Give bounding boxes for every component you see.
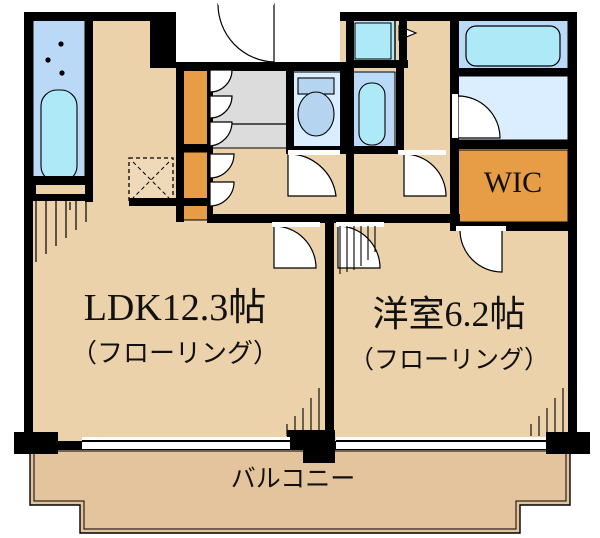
drain-dot-3 xyxy=(59,70,65,76)
wall-bath-bottom xyxy=(450,140,572,149)
wall-genkan-right xyxy=(286,62,294,154)
appliance-slot-x1 xyxy=(132,161,170,199)
wall-washer-right xyxy=(399,12,407,68)
wall-hall-bottom xyxy=(207,214,347,223)
closet-door-5[interactable] xyxy=(209,181,235,207)
wall-toilet-right xyxy=(340,62,349,154)
bedroom-label-sub: （フローリング） xyxy=(349,346,549,374)
wall-washer-bottom xyxy=(346,60,408,68)
ldk-label-sub: （フローリング） xyxy=(71,339,279,368)
vanity-basin xyxy=(358,82,386,146)
window-hatch-left xyxy=(35,200,87,262)
appliance-slot-x2 xyxy=(132,161,170,199)
closet-door-1[interactable] xyxy=(209,69,233,93)
balcony-sill-mid xyxy=(303,441,335,463)
wall-top-toilet xyxy=(264,62,344,71)
wall-service-balcony-right xyxy=(85,12,93,202)
toilet-door-panel xyxy=(288,150,340,155)
closet-door-3[interactable] xyxy=(209,121,233,147)
bathroom-door-swing[interactable] xyxy=(457,95,501,139)
toilet-bowl xyxy=(297,91,335,137)
entrance-door-panel xyxy=(218,0,274,5)
window-hatch-ldk xyxy=(286,388,320,436)
bathtub xyxy=(465,25,561,67)
washroom-area xyxy=(350,18,418,151)
appliance-slot-box xyxy=(128,157,174,203)
wall-closet-divider xyxy=(176,144,210,152)
wall-sb-corner xyxy=(85,176,93,201)
balcony-sill-left xyxy=(14,432,58,454)
wall-outer-left xyxy=(24,12,33,450)
ldk-door-swing[interactable] xyxy=(273,225,317,269)
wic-floor[interactable] xyxy=(457,149,569,223)
washroom-door-swing[interactable] xyxy=(403,153,447,197)
entrance-door-swing[interactable] xyxy=(217,3,275,63)
balcony-inner-line xyxy=(33,450,567,530)
balcony-sill-mid-top xyxy=(287,430,335,444)
window-hatch-bedroom xyxy=(530,388,564,436)
bathroom-door-panel xyxy=(452,94,458,138)
closet-door-4[interactable] xyxy=(209,153,235,179)
room-labels: LDK12.3帖 （フローリング） 洋室6.2帖 （フローリング） xyxy=(71,287,549,374)
wic-door-panel xyxy=(456,226,506,231)
closet-door-2[interactable] xyxy=(209,95,233,119)
bedroom-door-panel xyxy=(336,222,384,227)
washing-machine-pan-inner xyxy=(354,22,392,60)
ldk-label-main: LDK12.3帖 xyxy=(84,287,267,329)
wall-kitchen-back xyxy=(129,198,213,206)
balcony-label: バルコニー xyxy=(231,466,356,493)
closet-lower[interactable] xyxy=(182,151,210,221)
wall-vanity-right xyxy=(396,68,404,154)
wall-laundry-left xyxy=(346,12,354,222)
toilet-room xyxy=(288,71,345,151)
service-balcony xyxy=(30,13,92,201)
service-balcony-sink xyxy=(40,89,78,183)
wic-door-swing[interactable] xyxy=(459,229,503,273)
wall-top-left xyxy=(24,12,176,21)
shoe-closets xyxy=(182,67,210,221)
wall-room-partition xyxy=(325,223,334,441)
wall-top-entry xyxy=(176,62,272,71)
wic-area: WIC xyxy=(457,149,569,223)
drain-dot-2 xyxy=(45,57,51,63)
door-hatching xyxy=(339,226,376,274)
ldk-door-panel xyxy=(272,222,320,227)
balcony-sill-right xyxy=(546,432,590,454)
wall-block-top-left xyxy=(150,12,176,68)
wall-laundry-bottom xyxy=(346,214,460,223)
wall-bath-split xyxy=(450,68,570,76)
exterior-void-top-mid xyxy=(266,0,340,64)
wall-vanity-bottom xyxy=(346,146,404,154)
kitchen-appliance-slot xyxy=(128,157,174,203)
washroom-door-panel xyxy=(398,150,446,155)
drain-dot-1 xyxy=(58,41,64,47)
wic-label: WIC xyxy=(484,166,542,199)
wall-closet-left xyxy=(176,62,184,222)
bedroom-label-main: 洋室6.2帖 xyxy=(372,294,525,334)
balcony-sliding-doors xyxy=(82,437,546,449)
door-swings xyxy=(209,0,506,273)
wall-service-balcony-bottom xyxy=(28,176,90,183)
balcony-outline xyxy=(29,446,571,534)
wall-wic-bottom xyxy=(450,222,572,231)
balcony-area: バルコニー xyxy=(29,446,571,534)
wall-bottom xyxy=(24,441,577,450)
wall-outer-right xyxy=(568,12,577,450)
wall-service-balcony-sill-bottom xyxy=(28,194,90,201)
closet-upper[interactable] xyxy=(182,67,210,147)
